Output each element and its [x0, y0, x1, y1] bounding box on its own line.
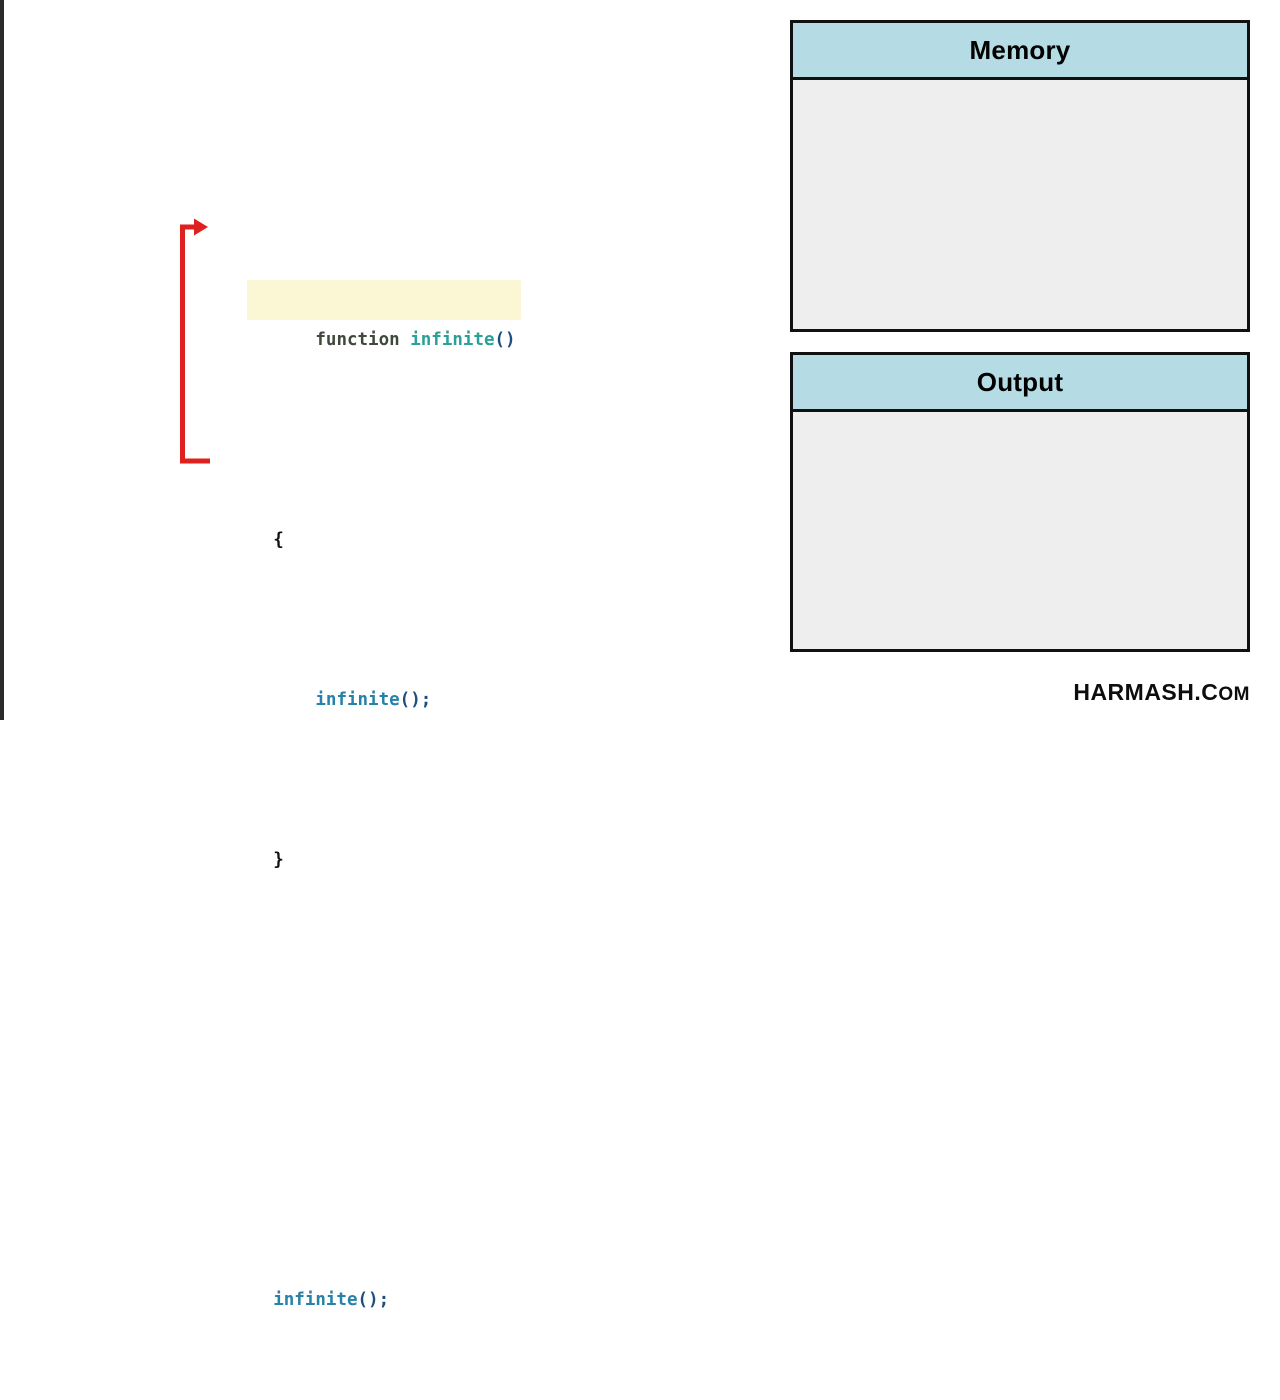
- token-function-name: infinite: [410, 330, 495, 350]
- output-panel: Output: [790, 352, 1250, 652]
- code-line-blank-2: [210, 1080, 521, 1120]
- token-indent: [273, 690, 315, 710]
- code-line-close-brace: }: [210, 800, 521, 870]
- output-panel-title: Output: [793, 355, 1247, 412]
- token-call-name: infinite: [315, 690, 400, 710]
- token-parens: (): [494, 330, 516, 350]
- left-edge-strip: [0, 0, 4, 720]
- memory-panel-title: Memory: [793, 23, 1247, 80]
- code-line-top-level-call: infinite();: [210, 1240, 521, 1310]
- watermark-main: HARMASH.C: [1073, 679, 1219, 705]
- token-keyword-function: function: [315, 330, 400, 350]
- memory-panel: Memory: [790, 20, 1250, 332]
- code-block: function infinite() { infinite(); } infi…: [210, 200, 521, 1400]
- token-toplevel-call-parens: (): [357, 1290, 379, 1310]
- token-semicolon: ;: [420, 690, 432, 710]
- site-watermark: HARMASH.COM: [1073, 679, 1250, 706]
- token-call-parens: (): [399, 690, 421, 710]
- code-line-blank-1: [210, 960, 521, 1000]
- memory-panel-body: [793, 80, 1247, 329]
- token-toplevel-call-name: infinite: [273, 1290, 358, 1310]
- token-open-brace: {: [273, 530, 284, 550]
- code-panel: function infinite() { infinite(); } infi…: [170, 200, 640, 1310]
- code-line-open-brace: {: [210, 480, 521, 550]
- code-line-recursive-call: infinite();: [210, 640, 521, 710]
- token-toplevel-semicolon: ;: [378, 1290, 390, 1310]
- token-close-brace: }: [273, 850, 284, 870]
- token-space: [400, 330, 411, 350]
- watermark-suffix: OM: [1218, 684, 1250, 705]
- code-line-function-declaration: function infinite(): [247, 280, 521, 350]
- output-panel-body: [793, 412, 1247, 649]
